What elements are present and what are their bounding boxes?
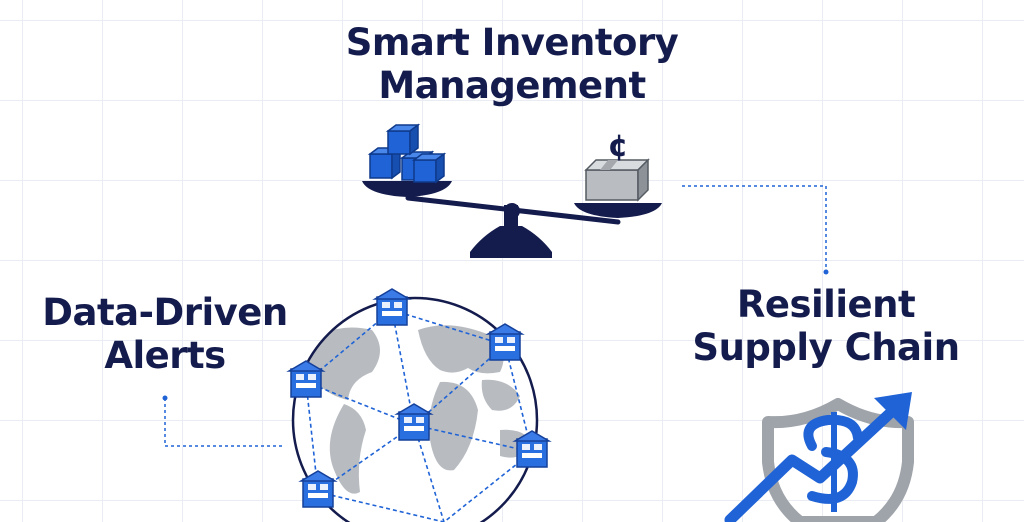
title-line-1: Data-Driven: [42, 291, 288, 334]
title-data-driven-alerts: Data-Driven Alerts: [20, 291, 310, 377]
box-stack-icon: [367, 123, 447, 184]
connector-dot: [162, 395, 168, 401]
title-line-1: Resilient: [736, 283, 916, 326]
connector-line-right: [682, 185, 827, 272]
title-resilient-supply-chain: Resilient Supply Chain: [676, 283, 976, 369]
gray-box-icon: [584, 158, 650, 202]
title-line-2: Management: [378, 63, 646, 107]
title-line-2: Supply Chain: [692, 325, 960, 369]
globe-network-icon: [288, 288, 550, 522]
title-line-2: Alerts: [104, 333, 226, 377]
title-smart-inventory-management: Smart Inventory Management: [300, 21, 724, 107]
trend-up-arrow-icon: [724, 392, 912, 522]
title-line-1: Smart Inventory: [345, 21, 679, 64]
connector-line-left: [164, 398, 282, 447]
warehouse-icon: [374, 288, 410, 326]
cent-symbol: ¢: [608, 129, 629, 164]
connector-dot: [823, 269, 829, 275]
balance-scale-icon: ¢: [362, 123, 662, 258]
